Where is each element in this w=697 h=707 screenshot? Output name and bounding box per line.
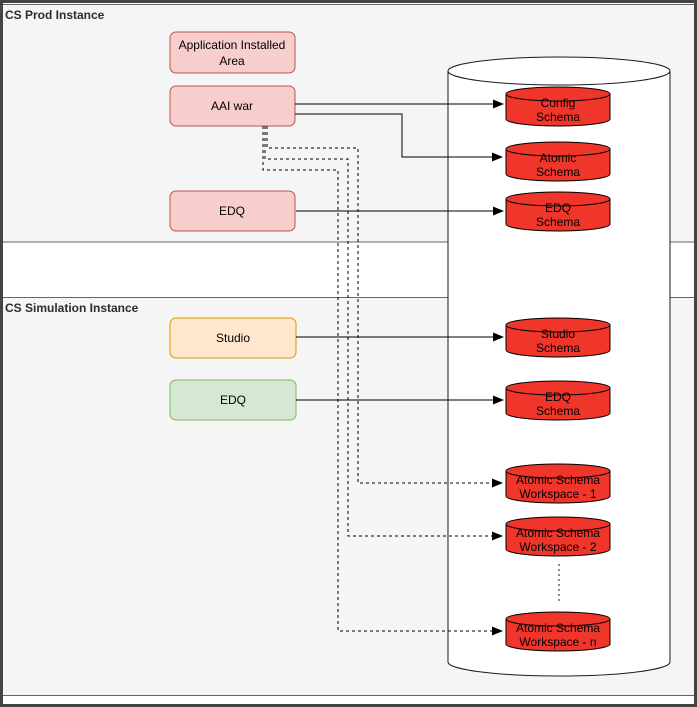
application-installed-area-label-1: Application Installed — [179, 38, 286, 52]
workspace-n-label-2: Workspace - n — [519, 635, 596, 649]
arrowhead — [492, 152, 503, 162]
edge-aaiwar-to-workspace-n — [262, 126, 503, 636]
database-cylinder-body — [447, 56, 671, 677]
studio-schema-label-1: Studio — [541, 327, 575, 341]
aai-war-box — [169, 85, 296, 127]
application-installed-area-box — [169, 31, 296, 74]
edge-edqprod-to-edq-schema — [296, 206, 504, 216]
edge-aaiwar-to-atomic-schema — [295, 113, 503, 162]
workspace-2-label-1: Atomic Schema — [516, 526, 600, 540]
edge-aaiwar-to-workspace-1 — [266, 126, 503, 488]
studio-box — [169, 317, 297, 359]
edq-prod-box — [169, 190, 296, 232]
arrowhead — [492, 531, 503, 541]
studio-schema-label-2: Schema — [536, 341, 580, 355]
sim-instance-title: CS Simulation Instance — [5, 301, 139, 315]
arrowhead — [493, 332, 504, 342]
workspace-1-label-1: Atomic Schema — [516, 473, 600, 487]
workspace-1-label-2: Workspace - 1 — [519, 487, 596, 501]
database-cylinder — [447, 56, 671, 677]
studio-label: Studio — [216, 331, 250, 345]
edge-aaiwar-to-config-schema — [295, 99, 504, 109]
edq-schema-sim-label-1: EDQ — [545, 390, 571, 404]
schema-atomic: Atomic Schema — [505, 141, 611, 182]
atomic-schema-label-2: Schema — [536, 165, 580, 179]
node-application-installed-area: Application Installed Area — [169, 31, 296, 74]
schema-config: Config Schema — [505, 86, 611, 127]
schema-edq-prod: EDQ Schema — [505, 191, 611, 232]
atomic-schema-label-1: Atomic — [540, 151, 577, 165]
edq-schema-prod-label-2: Schema — [536, 215, 580, 229]
config-schema-label-1: Config — [541, 96, 576, 110]
arrowhead — [493, 395, 504, 405]
node-edq-sim: EDQ — [169, 379, 297, 421]
node-edq-prod: EDQ — [169, 190, 296, 232]
schema-workspace-2: Atomic Schema Workspace - 2 — [505, 516, 611, 557]
arrowhead — [492, 478, 503, 488]
edq-prod-label: EDQ — [219, 204, 245, 218]
node-aai-war: AAI war — [169, 85, 296, 127]
edge-aaiwar-to-workspace-2 — [264, 126, 503, 541]
schema-studio: Studio Schema — [505, 317, 611, 358]
node-studio: Studio — [169, 317, 297, 359]
edq-schema-sim-label-2: Schema — [536, 404, 580, 418]
schema-workspace-n: Atomic Schema Workspace - n — [505, 611, 611, 652]
schema-edq-sim: EDQ Schema — [505, 380, 611, 421]
config-schema-label-2: Schema — [536, 110, 580, 124]
workspace-2-label-2: Workspace - 2 — [519, 540, 596, 554]
arrowhead — [493, 99, 504, 109]
workspace-n-label-1: Atomic Schema — [516, 621, 600, 635]
edq-schema-prod-label-1: EDQ — [545, 201, 571, 215]
application-installed-area-label-2: Area — [219, 54, 245, 68]
edq-sim-label: EDQ — [220, 393, 246, 407]
arrowhead — [493, 206, 504, 216]
edge-studio-to-studio-schema — [296, 332, 504, 342]
prod-instance-title: CS Prod Instance — [5, 8, 105, 22]
schema-workspace-1: Atomic Schema Workspace - 1 — [505, 463, 611, 504]
database-cylinder-rim — [447, 70, 671, 86]
edge-edqsim-to-edq-schema — [296, 395, 504, 405]
aai-war-label: AAI war — [211, 99, 253, 113]
arrowhead — [492, 626, 503, 636]
